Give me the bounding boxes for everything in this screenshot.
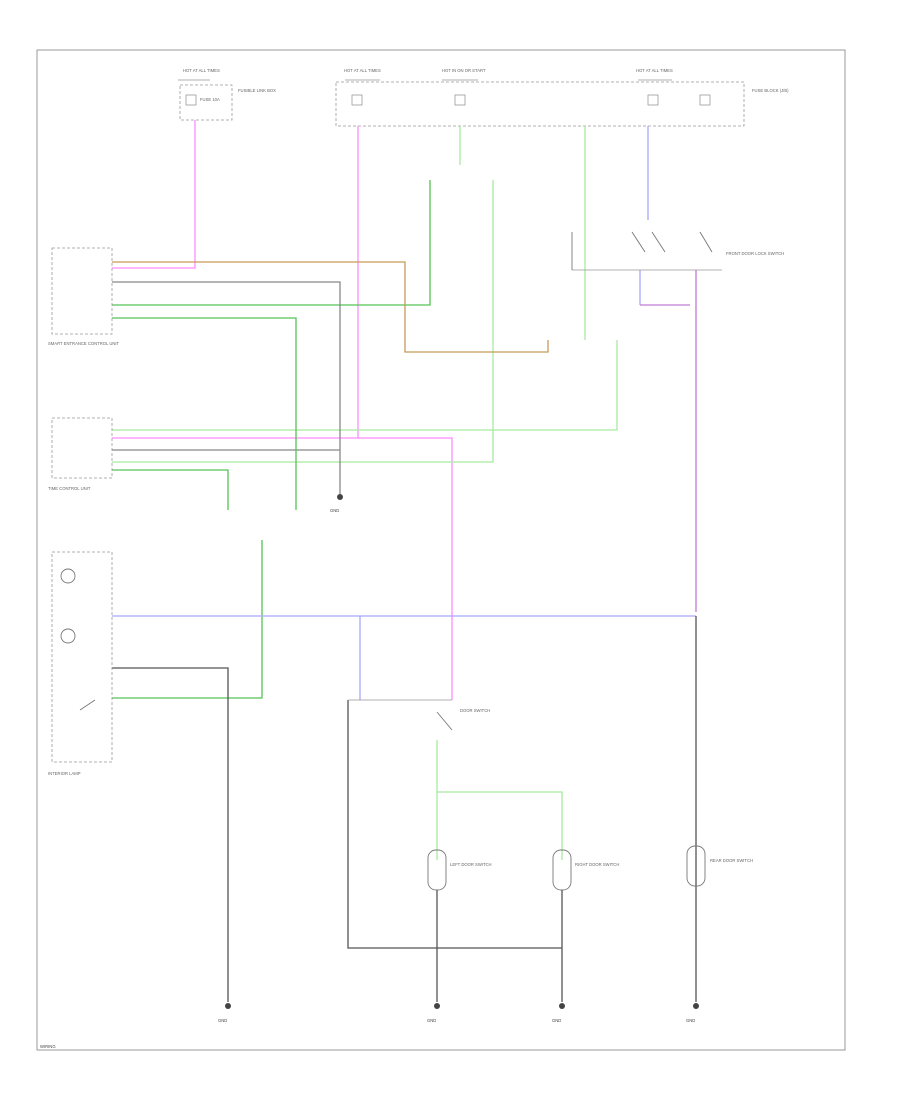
ground-5: GND <box>330 494 343 513</box>
svg-text:DOOR SWITCH: DOOR SWITCH <box>460 708 490 713</box>
svg-text:HOT AT ALL TIMES: HOT AT ALL TIMES <box>344 68 381 73</box>
rear-door-switch: REAR DOOR SWITCH <box>686 845 753 887</box>
svg-text:TIME CONTROL UNIT: TIME CONTROL UNIT <box>48 486 91 491</box>
time-control-connector: TIME CONTROL UNIT <box>48 417 113 491</box>
ground-2: GND <box>427 1003 440 1023</box>
ground-3: GND <box>552 1003 565 1023</box>
svg-text:GND: GND <box>330 508 339 513</box>
left-door-switch: LEFT DOOR SWITCH <box>427 849 492 891</box>
svg-text:GND: GND <box>427 1018 436 1023</box>
svg-text:INTERIOR LAMP: INTERIOR LAMP <box>48 771 81 776</box>
svg-text:GND: GND <box>552 1018 561 1023</box>
svg-text:FUSE 10A: FUSE 10A <box>200 97 220 102</box>
svg-text:FUSE BLOCK (J/B): FUSE BLOCK (J/B) <box>752 88 789 93</box>
door-lock-switch: FRONT DOOR LOCK SWITCH <box>571 231 784 271</box>
svg-text:LEFT DOOR SWITCH: LEFT DOOR SWITCH <box>450 862 492 867</box>
svg-text:HOT AT ALL TIMES: HOT AT ALL TIMES <box>636 68 673 73</box>
diagram-frame <box>36 49 846 1051</box>
svg-text:SMART ENTRANCE CONTROL UNIT: SMART ENTRANCE CONTROL UNIT <box>48 341 120 346</box>
ground-4: GND <box>686 1003 699 1023</box>
svg-text:FRONT DOOR LOCK SWITCH: FRONT DOOR LOCK SWITCH <box>726 251 784 256</box>
fuse-block-left: HOT AT ALL TIMES FUSE 10A FUSIBLE LINK B… <box>178 68 276 121</box>
svg-text:HOT IN ON OR START: HOT IN ON OR START <box>442 68 486 73</box>
interior-lamp-unit: INTERIOR LAMP <box>48 551 113 776</box>
door-switch-relay: DOOR SWITCH <box>348 699 490 731</box>
svg-text:REAR DOOR SWITCH: REAR DOOR SWITCH <box>710 858 753 863</box>
fuse-block-main: HOT AT ALL TIMES HOT IN ON OR START HOT … <box>335 68 789 127</box>
svg-text:HOT AT ALL TIMES: HOT AT ALL TIMES <box>183 68 220 73</box>
svg-text:RIGHT DOOR SWITCH: RIGHT DOOR SWITCH <box>575 862 619 867</box>
smart-entrance-connector: SMART ENTRANCE CONTROL UNIT <box>48 247 120 346</box>
ground-1: GND <box>218 1003 231 1023</box>
svg-text:GND: GND <box>218 1018 227 1023</box>
right-door-switch: RIGHT DOOR SWITCH <box>552 849 619 891</box>
footer-label: WIRING <box>40 1044 56 1049</box>
svg-text:GND: GND <box>686 1018 695 1023</box>
svg-text:FUSIBLE LINK BOX: FUSIBLE LINK BOX <box>238 88 276 93</box>
